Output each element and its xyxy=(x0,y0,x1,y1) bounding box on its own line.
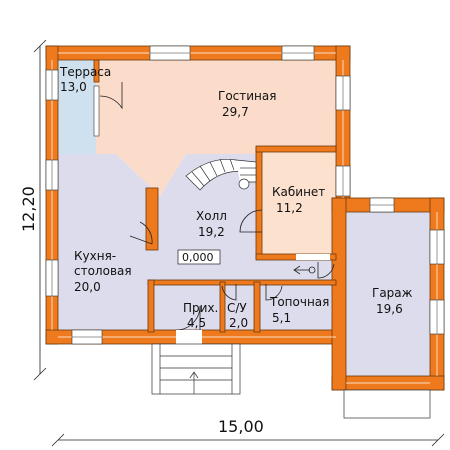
boiler-name: Топочная xyxy=(269,295,329,309)
boiler-area: 5,1 xyxy=(272,311,291,325)
room-labels: Терраса 13,0 Гостиная 29,7 Кабинет 11,2 … xyxy=(59,65,413,330)
wall-entry-right xyxy=(219,281,226,333)
door-boiler xyxy=(265,284,283,301)
living-name: Гостиная xyxy=(218,89,276,103)
garage-floor xyxy=(346,212,430,376)
office-area: 11,2 xyxy=(276,201,303,215)
window-terrace xyxy=(93,85,100,137)
door-entry xyxy=(175,305,201,331)
garage-area: 19,6 xyxy=(376,302,403,316)
hall-name: Холл xyxy=(196,209,227,223)
living-area: 29,7 xyxy=(222,105,249,119)
door-hall-kitchen xyxy=(129,221,153,245)
dimension-height: 12,20 xyxy=(19,186,38,232)
dimension-width: 15,00 xyxy=(218,417,264,436)
hall-arrow xyxy=(293,265,316,275)
wall-chimney xyxy=(145,187,159,251)
door-office xyxy=(239,209,263,233)
wall-terrace-right xyxy=(93,59,100,83)
terrace-floor xyxy=(56,60,96,154)
wall-office-left xyxy=(255,147,263,259)
dimension-horizontal xyxy=(51,433,445,447)
entry-name: Прих. xyxy=(183,301,218,315)
wall-wc-right xyxy=(253,281,261,333)
door-wc xyxy=(221,284,237,301)
wc-name: С/У xyxy=(227,301,247,315)
level-mark-text: 0,000 xyxy=(182,251,214,264)
garage-name: Гараж xyxy=(372,286,413,300)
doors xyxy=(99,82,335,331)
door-openings xyxy=(176,254,330,344)
garage-apron xyxy=(343,389,431,419)
wall-utility-top xyxy=(147,279,337,286)
door-terrace xyxy=(99,82,123,110)
wall-entry-left xyxy=(147,279,155,333)
kitchen-area: 20,0 xyxy=(74,280,101,294)
door-garage-inner xyxy=(317,262,335,279)
porch-steps xyxy=(151,343,241,395)
office-name: Кабинет xyxy=(272,185,325,199)
stairs xyxy=(185,158,257,191)
kitchen-name-2: столовая xyxy=(74,264,132,278)
dimension-vertical xyxy=(33,39,47,381)
entry-area: 4,5 xyxy=(187,316,206,330)
living-floor xyxy=(96,60,336,196)
window-glass-lines xyxy=(51,52,438,338)
level-mark: 0,000 xyxy=(177,249,221,265)
terrace-name: Терраса xyxy=(59,65,111,79)
kitchen-name-1: Кухня- xyxy=(74,249,116,263)
terrace-area: 13,0 xyxy=(60,80,87,94)
office-floor xyxy=(262,150,336,256)
wall-garage-left xyxy=(331,197,347,391)
wc-area: 2,0 xyxy=(229,316,248,330)
hall-area: 19,2 xyxy=(198,225,225,239)
wall-office-top xyxy=(255,145,337,153)
